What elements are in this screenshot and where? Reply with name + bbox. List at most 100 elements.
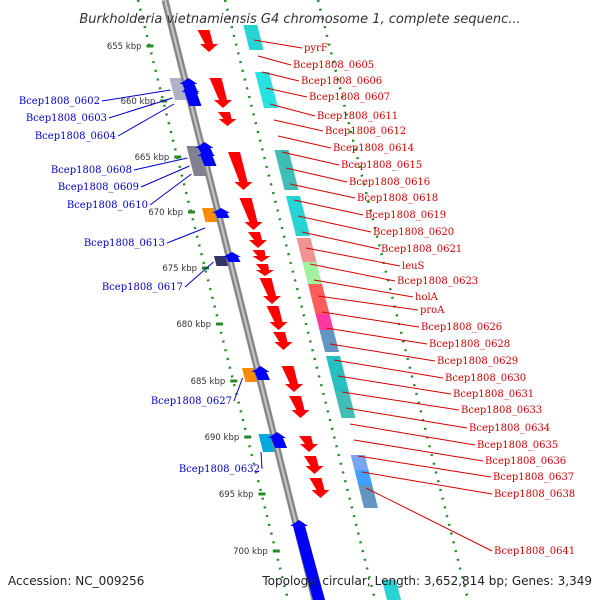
gene-label-right: Bcep1808_0628: [429, 339, 510, 350]
gene-label-right: Bcep1808_0636: [485, 456, 566, 467]
feature-box: [274, 150, 299, 190]
reverse-gene-arrow: [268, 432, 287, 448]
gene-label-right: Bcep1808_0634: [469, 423, 550, 434]
feature-box: [186, 146, 206, 176]
gene-label-right: Bcep1808_0641: [494, 546, 575, 557]
reverse-gene-arrow: [212, 208, 230, 218]
gene-label-right: Bcep1808_0607: [309, 92, 390, 103]
left-leader-line: [233, 377, 243, 402]
forward-gene-arrow: [239, 198, 263, 230]
gene-label-right: proA: [420, 305, 445, 316]
forward-gene-arrow: [259, 278, 281, 304]
map-title: Burkholderia vietnamiensis G4 chromosome…: [79, 12, 520, 27]
forward-gene-arrow: [197, 30, 218, 52]
right-leader-line: [285, 167, 348, 183]
gene-label-right: Bcep1808_0606: [301, 76, 382, 87]
gene-label-right: Bcep1808_0626: [421, 322, 502, 333]
gene-label-right: pyrF: [304, 43, 328, 54]
gene-label-left: Bcep1808_0604: [35, 131, 116, 142]
right-leader-line: [265, 87, 308, 98]
forward-gene-arrow: [309, 478, 330, 498]
gene-label-right: Bcep1808_0633: [461, 405, 542, 416]
feature-box: [255, 72, 278, 108]
left-leader-line: [117, 103, 175, 137]
reverse-gene-arrow: [181, 86, 202, 106]
right-leader-line: [325, 327, 428, 345]
outer-dot-line: [223, 0, 377, 600]
right-leader-line: [349, 423, 476, 446]
left-leader-line: [260, 451, 263, 470]
gene-label-left: Bcep1808_0609: [58, 182, 139, 193]
left-leader-line: [184, 261, 214, 288]
label-leader-lines: [101, 39, 493, 552]
right-leader-line: [277, 135, 332, 149]
gene-labels: pyrF Bcep1808_0605Bcep1808_0606Bcep1808_0…: [19, 43, 575, 557]
gene-label-right: Bcep1808_0635: [477, 440, 558, 451]
gene-label-right: Bcep1808_0631: [453, 389, 534, 400]
reverse-gene-arrow: [251, 366, 270, 380]
feature-box: [350, 455, 369, 470]
gene-label-right: Bcep1808_0629: [437, 356, 518, 367]
gene-label-right: Bcep1808_0605: [293, 60, 374, 71]
right-leader-line: [309, 263, 396, 282]
gene-label-right: Bcep1808_0612: [325, 126, 406, 137]
feature-box: [354, 470, 373, 485]
forward-gene-arrow: [281, 366, 303, 392]
reverse-gene-arrow: [290, 520, 325, 600]
gene-label-left: Bcep1808_0608: [51, 165, 132, 176]
gene-arrows: [179, 30, 330, 600]
right-leader-line: [337, 375, 452, 395]
right-leader-line: [345, 407, 468, 429]
gene-label-right: Bcep1808_0618: [357, 193, 438, 204]
gene-label-left: Bcep1808_0610: [67, 200, 148, 211]
tick-label: 685 kbp: [191, 377, 226, 387]
tick-label: 680 kbp: [176, 320, 211, 330]
right-leader-line: [293, 199, 364, 216]
gene-label-left: Bcep1808_0603: [26, 113, 107, 124]
gene-label-right: leuS: [402, 261, 425, 272]
accession-text: Accession: NC_009256: [8, 574, 144, 588]
right-leader-line: [357, 455, 492, 478]
gene-label-left: Bcep1808_0602: [19, 96, 100, 107]
feature-box: [302, 262, 322, 284]
gene-label-left: Bcep1808_0627: [151, 396, 232, 407]
feature-box: [258, 434, 275, 452]
gene-label-right: Bcep1808_0614: [333, 143, 414, 154]
forward-gene-arrow: [209, 78, 232, 108]
feature-box: [319, 330, 339, 352]
gene-label-right: Bcep1808_0630: [445, 373, 526, 384]
right-leader-line: [253, 39, 303, 49]
gene-label-right: Bcep1808_0616: [349, 177, 430, 188]
forward-gene-arrow: [289, 396, 310, 418]
gene-label-right: Bcep1808_0615: [341, 160, 422, 171]
left-leader-line: [101, 89, 171, 102]
feature-boxes: [169, 25, 401, 600]
gene-label-left: Bcep1808_0632: [179, 464, 260, 475]
gene-label-right: Bcep1808_0621: [381, 244, 462, 255]
gene-label-right: holA: [415, 292, 439, 303]
forward-gene-arrow: [252, 250, 271, 262]
gene-label-right: Bcep1808_0637: [493, 472, 574, 483]
feature-box: [308, 284, 330, 314]
left-leader-line: [108, 97, 173, 119]
right-leader-line: [273, 119, 324, 132]
feature-box: [335, 392, 356, 418]
right-leader-line: [353, 439, 484, 462]
gene-label-right: Bcep1808_0638: [494, 489, 575, 500]
right-leader-line: [257, 55, 292, 66]
right-leader-line: [317, 295, 419, 311]
right-leader-line: [313, 279, 414, 298]
forward-gene-arrow: [218, 112, 237, 126]
left-leader-line: [140, 165, 190, 188]
tick-label: 690 kbp: [205, 433, 240, 443]
far-dot-line: [316, 0, 470, 600]
feature-box: [358, 485, 378, 508]
left-leader-line: [166, 227, 206, 244]
topology-text: Topology: circular; Length: 3,652,814 bp…: [261, 574, 592, 588]
right-leader-line: [305, 247, 401, 267]
right-leader-line: [297, 215, 372, 233]
reverse-gene-arrow: [223, 252, 241, 262]
forward-gene-arrow: [228, 152, 253, 190]
